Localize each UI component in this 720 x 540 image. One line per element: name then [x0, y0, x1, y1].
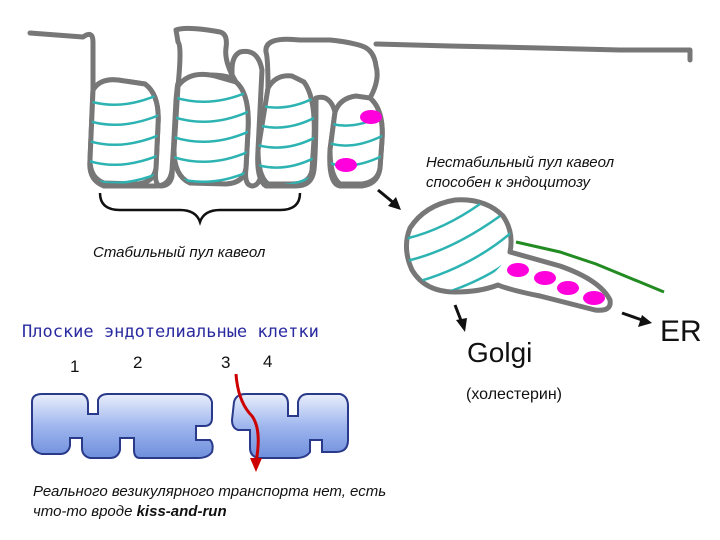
unstable-pool-line-1: Нестабильный пул кавеол: [426, 154, 615, 171]
cholesterol-label: (холестерин): [466, 386, 562, 403]
flat-cells-caption: Плоские эндотелиальные клетки: [22, 322, 319, 342]
er-membrane-line: [515, 240, 665, 294]
flat-endothelial-cell-left: [31, 393, 214, 459]
note-line-2: что-то вроде kiss-and-run: [33, 502, 386, 522]
cell-number-2: 2: [133, 353, 143, 372]
arrow-to-er-icon: [621, 311, 652, 327]
cell-number-4: 4: [263, 352, 273, 371]
golgi-label: Golgi: [467, 337, 533, 368]
caveola-2: [171, 71, 251, 187]
caveola-1: [87, 77, 161, 187]
vesicle-marker: [583, 291, 605, 305]
caveola-4-unstable: [327, 93, 385, 187]
red-transport-arrow-icon: [234, 373, 262, 472]
vesicle-marker: [507, 263, 529, 277]
vesicle-marker: [557, 281, 579, 295]
endocytic-vesicle: [404, 197, 613, 313]
kiss-and-run-note: Реального везикулярного транспорта нет, …: [33, 482, 386, 522]
unstable-pool-caption: Нестабильный пул кавеол способен к эндоц…: [426, 153, 614, 193]
cell-number-1: 1: [70, 357, 80, 376]
vesicle-marker: [360, 110, 382, 124]
note-line-2-prefix: что-то вроде: [33, 503, 137, 520]
note-kiss-and-run: kiss-and-run: [136, 503, 227, 520]
caveola-3: [255, 73, 317, 187]
unstable-pool-line-2: способен к эндоцитозу: [426, 174, 591, 191]
arrow-to-golgi-icon: [453, 304, 467, 332]
er-label: ER: [660, 315, 702, 348]
vesicle-marker: [335, 158, 357, 172]
vesicle-marker: [534, 271, 556, 285]
arrow-to-endocytic-vesicle-icon: [377, 188, 401, 210]
cell-number-3: 3: [221, 353, 231, 372]
note-line-1: Реального везикулярного транспорта нет, …: [33, 483, 387, 500]
stable-pool-brace: [98, 192, 302, 226]
flat-endothelial-cell-right: [230, 393, 349, 459]
stable-pool-caption: Стабильный пул кавеол: [93, 244, 266, 261]
